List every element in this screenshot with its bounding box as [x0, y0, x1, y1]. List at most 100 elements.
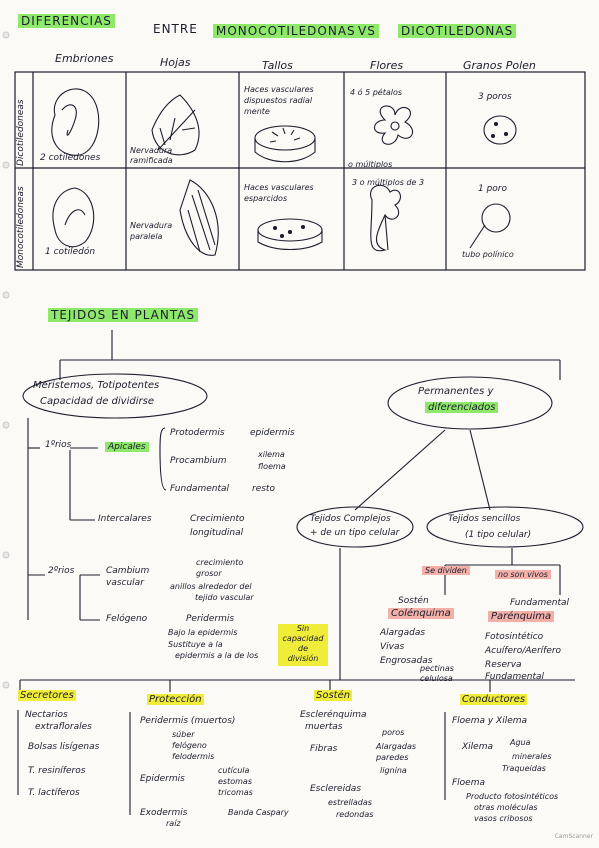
apicales: Apicales: [105, 442, 149, 452]
engrosadas: Engrosadas: [380, 656, 433, 666]
dico-flor-bottom: o múltiplos: [348, 160, 393, 169]
title-part-1: DIFERENCIAS: [18, 14, 115, 28]
felodermis: felodermis: [172, 752, 215, 761]
complejos-l2: + de un tipo celular: [310, 528, 400, 538]
mono-polen-text: 1 poro: [478, 184, 508, 194]
dicot-flower-sketch: [373, 105, 414, 145]
dico-tallo-text: Haces vasculares dispuestos radial mente: [244, 85, 314, 116]
colenquima: Colénquima: [388, 608, 454, 619]
anillos-l1: anillos alrededor del: [170, 582, 252, 591]
complejos-oval: [296, 506, 414, 548]
vivas: Vivas: [380, 642, 405, 652]
reserva: Reserva: [485, 660, 522, 670]
peridermis-muertos: Peridermis (muertos): [140, 716, 236, 726]
bajo-l2: Sustituye a la: [168, 640, 223, 649]
vasos-cribosos: vasos cribosos: [474, 814, 533, 823]
complejos-l1: Tejidos Complejos: [310, 514, 391, 524]
floema-b: Floema: [452, 778, 486, 788]
xilema: xilema: [258, 450, 285, 459]
permanentes-l1: Permanentes y: [418, 386, 494, 397]
acuifero: Acuífero/Aerífero: [485, 646, 562, 656]
title-part-4: VS: [355, 24, 379, 38]
dico-embrion-text: 2 cotiledones: [40, 153, 101, 163]
protodermis: Protodermis: [170, 428, 225, 438]
peridermis: Peridermis: [186, 614, 235, 624]
header-embriones: Embriones: [55, 52, 114, 65]
anillos-l2: tejido vascular: [195, 593, 254, 602]
t-lactiferos: T. lactíferos: [28, 788, 80, 798]
t-resiniferos: T. resiníferos: [28, 766, 86, 776]
fotosintetico: Fotosintético: [485, 632, 544, 642]
mono-polen-label: tubo polínico: [462, 250, 514, 259]
exodermis: Exodermis: [140, 808, 188, 818]
monocot-flower-sketch: [370, 184, 401, 252]
banda-caspary: Banda Caspary: [228, 808, 289, 817]
bolsas: Bolsas lisígenas: [28, 742, 100, 752]
cambium-l2: vascular: [106, 578, 144, 588]
mono-flor-text: 3 o múltiplos de 3: [352, 178, 425, 187]
proteccion-head: Protección: [147, 694, 204, 705]
longitudinal: longitudinal: [190, 528, 244, 538]
felogeno-b: felógeno: [172, 741, 207, 750]
monocot-pollen-sketch: [481, 203, 511, 233]
cuticula: cutícula: [218, 766, 250, 775]
cambium-l1: Cambium: [106, 566, 150, 576]
sosten-head: Sostén: [314, 690, 353, 701]
sencillos-l1: Tejidos sencillos: [448, 514, 521, 524]
tricomas: tricomas: [218, 788, 253, 797]
esclereidas: Esclereidas: [310, 784, 362, 794]
parallel-leaf-sketch: [179, 179, 219, 256]
header-granos-polen: Granos Polen: [463, 59, 536, 72]
mono-tallo-text: Haces vasculares esparcidos: [244, 183, 314, 203]
dico-flor-top: 4 ó 5 pétalos: [350, 88, 403, 97]
header-flores: Flores: [370, 59, 404, 72]
meristemos-l2: Capacidad de dividirse: [40, 396, 154, 407]
traqueidas: Traqueidas: [502, 764, 546, 773]
reticulate-leaf-sketch: [151, 94, 200, 156]
dicot-stem-sketch: [254, 125, 316, 151]
fundamental: Fundamental: [170, 484, 230, 494]
felogeno: Felógeno: [106, 614, 148, 624]
nectarios-l1: Nectarios: [25, 710, 68, 720]
tejidos-title: TEJIDOS EN PLANTAS: [48, 308, 199, 322]
title-part-3: MONOCOTILEDONAS: [213, 24, 359, 38]
agua: Agua: [510, 738, 531, 747]
esclerenquima-l1: Esclerénquima: [300, 710, 367, 720]
epidermis-b: Epidermis: [140, 774, 185, 784]
otras-moleculas: otras moléculas: [474, 803, 538, 812]
sencillos-l2: (1 tipo celular): [465, 530, 532, 540]
epidermis: epidermis: [250, 428, 295, 438]
header-tallos: Tallos: [262, 59, 293, 72]
esclerenquima-l2: muertas: [305, 722, 343, 732]
floema-xilema: Floema y Xilema: [452, 716, 528, 726]
resto: resto: [252, 484, 275, 494]
estrelladas: estrelladas: [328, 798, 372, 807]
prod-fotosinteticos: Producto fotosintéticos: [466, 792, 559, 801]
paredes: paredes: [376, 753, 409, 762]
dico-hoja-text: Nervadura ramificada: [130, 146, 173, 165]
fundamental2: Fundamental: [510, 598, 570, 608]
dico-polen-text: 3 poros: [478, 92, 512, 102]
meristemos-oval: [22, 373, 208, 419]
lignina: lignina: [380, 766, 407, 775]
title-part-5: DICOTILEDONAS: [398, 24, 517, 38]
parenquima: Parénquima: [488, 611, 555, 622]
permanentes-l2: diferenciados: [425, 402, 499, 413]
redondas: redondas: [336, 810, 374, 819]
mono-hoja-text: Nervadura paralela: [130, 221, 173, 241]
crec-grosor-l2: grosor: [196, 569, 222, 578]
row-label-monocot: Monocotiledoneas: [16, 186, 26, 268]
crecimiento: Crecimiento: [190, 514, 245, 524]
pectinas: pectinas: [420, 664, 454, 673]
row-label-dicot: Dicotiledoneas: [16, 99, 26, 166]
no-vivos: no son vivos: [495, 570, 551, 579]
permanentes-oval: [387, 376, 553, 430]
xilema-b: Xilema: [462, 742, 493, 752]
scanner-watermark: CamScanner: [554, 833, 593, 840]
mono-embrion-text: 1 cotiledón: [45, 247, 96, 257]
fibras: Fibras: [310, 744, 338, 754]
meristemos-l1: Meristemos, Totipotentes: [33, 380, 160, 391]
header-hojas: Hojas: [160, 56, 191, 69]
